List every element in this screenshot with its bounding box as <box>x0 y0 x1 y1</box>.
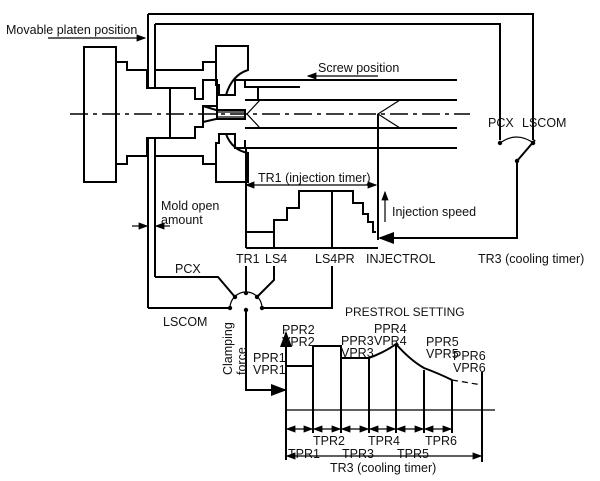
ppr-label: PPR6 <box>453 349 486 363</box>
prestrol-setting-label: PRESTROL SETTING <box>345 305 465 319</box>
tpr-label: TPR6 <box>425 434 457 448</box>
ls4-label: LS4 <box>265 252 287 266</box>
ppr-label: PPR3 <box>341 334 374 348</box>
clamping-force-label-1: Clamping <box>221 322 235 375</box>
tpr-label: TPR5 <box>397 447 429 461</box>
switch-blade <box>516 139 536 162</box>
ls4-wire <box>256 266 275 298</box>
ls4pr-label: LS4PR <box>315 252 355 266</box>
tr1-label: TR1 <box>236 252 260 266</box>
speed-step-curve <box>246 190 376 233</box>
ppr-label: PPR4 <box>374 322 407 336</box>
contact-ls4pr <box>259 305 265 311</box>
tpr-label: TPR2 <box>313 434 345 448</box>
right-selector-switch[interactable] <box>497 136 536 164</box>
clamping-force-label-2: force <box>235 347 249 375</box>
tr3-cooling-timer-bottom-label: TR3 (cooling timer) <box>330 461 436 475</box>
pcx-wire <box>155 276 236 298</box>
tpr-label: TPR1 <box>288 447 320 461</box>
vpr-label: VPR4 <box>374 334 407 348</box>
vpr-label: VPR2 <box>282 335 315 349</box>
ppr-label: PPR2 <box>282 323 315 337</box>
tpr-label: TPR3 <box>342 447 374 461</box>
vpr-label: VPR1 <box>253 363 286 377</box>
fixed-mold-lower <box>215 133 249 183</box>
platen-top-rail <box>155 61 216 71</box>
lscom-top-wire <box>148 13 534 140</box>
switch-arc <box>498 136 536 145</box>
tr3-cooling-timer-top-label: TR3 (cooling timer) <box>478 252 584 266</box>
mold-open-label-2: amount <box>161 213 203 227</box>
mold-open-label-1: Mold open <box>161 199 219 213</box>
ls4pr-wire <box>264 266 333 309</box>
platen-bottom-rail <box>155 155 216 165</box>
ppr-label: PPR1 <box>253 351 286 365</box>
injectrol-label: INJECTROL <box>366 252 436 266</box>
clamping-force-curve-end <box>451 379 483 386</box>
lscom-left-label: LSCOM <box>163 315 207 329</box>
pcx-top-wire <box>155 23 501 140</box>
contact-lscom <box>227 305 233 311</box>
injection-speed-profile <box>245 148 389 249</box>
cooling-timer-wire <box>378 161 518 244</box>
nozzle-bore <box>216 111 245 118</box>
movable-platen-position-label: Movable platen position <box>6 23 137 37</box>
clamping-force-curve <box>286 342 453 381</box>
tpr-label: TPR4 <box>368 434 400 448</box>
movable-platen <box>116 61 171 165</box>
pcx-left-label: PCX <box>175 262 201 276</box>
selector-output-wire <box>245 310 287 396</box>
ppr-label: PPR5 <box>426 335 459 349</box>
machine-drawing <box>70 13 534 308</box>
vpr-label: VPR6 <box>453 361 486 375</box>
tr1-injection-timer-label: TR1 (injection timer) <box>258 171 371 185</box>
injection-speed-label: Injection speed <box>392 205 476 219</box>
barrel-step-upper <box>245 86 259 100</box>
fixed-mold-upper <box>215 45 249 96</box>
lscom-right-label: LSCOM <box>522 116 566 130</box>
screw-position-label: Screw position <box>318 61 399 75</box>
vpr-label: VPR5 <box>426 347 459 361</box>
pcx-right-label: PCX <box>488 116 514 130</box>
vpr-label: VPR3 <box>341 346 374 360</box>
switch-contact-pcx <box>497 140 503 146</box>
